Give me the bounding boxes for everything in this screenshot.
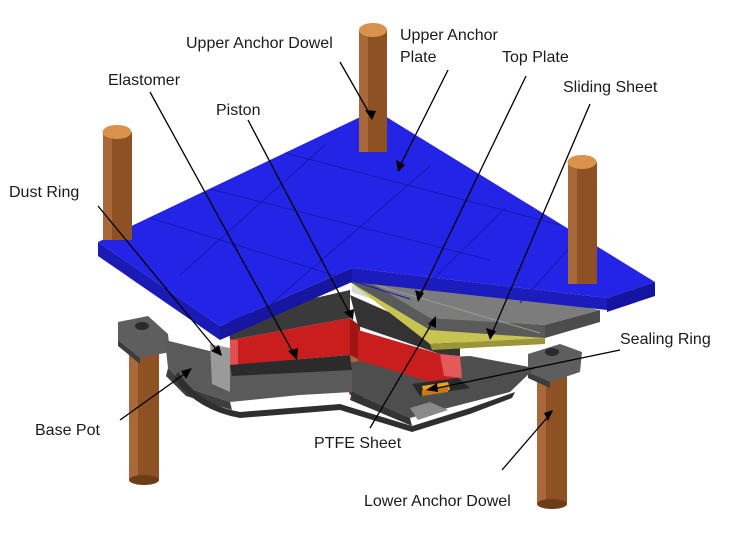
leader-arrowheads <box>181 110 553 421</box>
label-upper-anchor-dowel: Upper Anchor Dowel <box>186 35 333 52</box>
lower-anchor-dowel-left <box>129 345 159 485</box>
label-dust-ring: Dust Ring <box>9 184 79 201</box>
label-base-pot: Base Pot <box>35 422 100 439</box>
leader-ptfe-sheet <box>369 317 436 429</box>
leader-lower-anchor-dowel <box>501 411 553 471</box>
label-upper-anchor-plate-line1: Upper Anchor <box>400 27 499 44</box>
leader-sealing-ring <box>427 349 621 391</box>
elastomer <box>230 318 462 382</box>
label-ptfe-sheet: PTFE Sheet <box>314 435 402 452</box>
leader-dust-ring <box>97 205 221 355</box>
leader-piston <box>247 119 353 319</box>
label-piston: Piston <box>216 102 260 119</box>
upper-anchor-dowel-right <box>567 155 597 284</box>
leader-lines <box>97 61 621 471</box>
label-upper-anchor-plate-line2: Plate <box>400 49 437 66</box>
lower-anchor-dowel-right <box>537 372 567 509</box>
label-sealing-ring: Sealing Ring <box>620 331 711 348</box>
leader-upper-anchor-plate <box>397 69 449 171</box>
label-elastomer: Elastomer <box>108 72 181 89</box>
label-sliding-sheet: Sliding Sheet <box>563 79 658 96</box>
leader-elastomer <box>149 91 297 359</box>
leader-top-plate <box>417 75 527 301</box>
leader-base-pot <box>119 369 191 421</box>
leader-sliding-sheet <box>489 103 591 339</box>
upper-anchor-plate <box>98 110 655 340</box>
upper-anchor-dowel-left <box>102 125 132 240</box>
label-top-plate: Top Plate <box>502 49 569 66</box>
upper-anchor-dowel-back <box>359 23 387 152</box>
leader-upper-anchor-dowel <box>339 61 373 119</box>
label-lower-anchor-dowel: Lower Anchor Dowel <box>364 493 511 510</box>
